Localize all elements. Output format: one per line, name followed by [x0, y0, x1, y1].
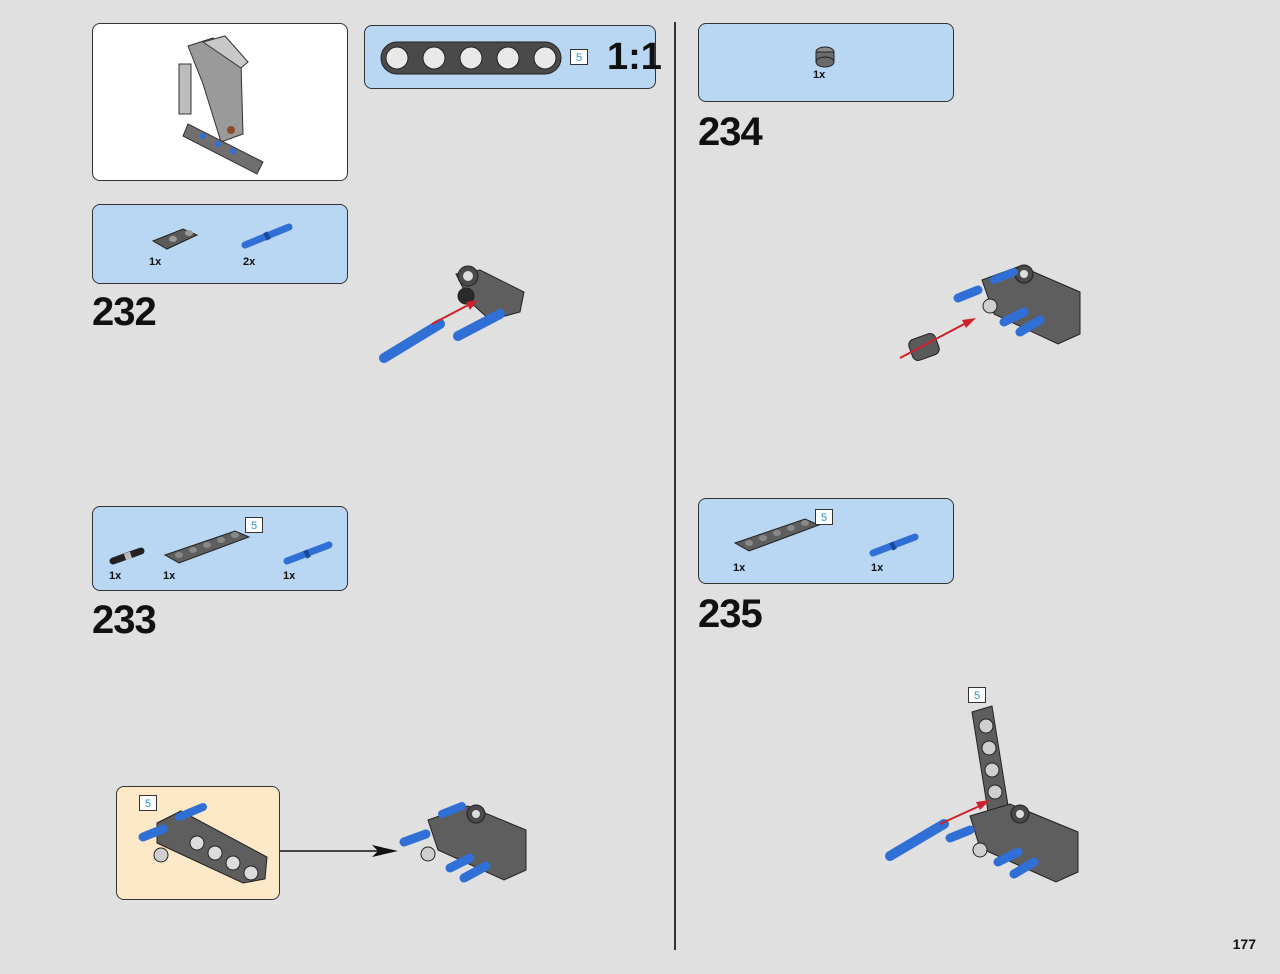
step-number: 233: [92, 598, 157, 642]
assembly-arrow: [280, 845, 398, 857]
step-number: 235: [698, 592, 763, 636]
part-qty: 1x: [163, 570, 176, 582]
step-234-parts-box: 1x: [698, 23, 954, 102]
scale-ratio: 1:1: [607, 36, 662, 78]
beam-length-badge: 5: [245, 517, 263, 533]
step-233-illustration: [399, 802, 527, 883]
subassembly-illustration: [138, 803, 268, 884]
black-axle-connector-icon: [109, 547, 145, 565]
part-qty: 1x: [733, 562, 746, 574]
reference-model-illustration: [178, 35, 264, 175]
blue-pin-part-icon: [241, 223, 293, 249]
part-qty: 1x: [149, 256, 162, 268]
step-number: 232: [92, 290, 157, 334]
step-232-parts-box: 1x 2x: [92, 204, 348, 284]
step-232-illustration: [379, 265, 525, 363]
beam-part-icon: [733, 518, 821, 552]
page-column-divider: [674, 22, 676, 950]
page-number: 177: [1232, 936, 1256, 952]
reference-model-box: [92, 23, 348, 181]
beam-length-badge: 5: [139, 795, 157, 811]
blue-pin-part-icon: [283, 541, 333, 565]
scale-ruler-box: 5 1:1: [364, 25, 662, 89]
bush-part-icon: [815, 46, 835, 68]
part-qty: 1x: [813, 69, 826, 81]
beam-scale-illustration: [380, 41, 562, 75]
beam-length-badge: 5: [815, 509, 833, 525]
step-233-parts-box: 1x 5 1x 1x: [92, 506, 348, 591]
part-qty: 1x: [871, 562, 884, 574]
part-qty: 1x: [283, 570, 296, 582]
part-qty: 2x: [243, 256, 256, 268]
beam-part-icon: [163, 530, 251, 564]
step-235-illustration: [885, 705, 1079, 883]
step-number: 234: [698, 110, 763, 154]
connector-part-icon: [151, 228, 199, 250]
blue-pin-part-icon: [869, 533, 919, 557]
beam-length-badge: 5: [968, 687, 986, 703]
scale-length-badge: 5: [570, 49, 588, 65]
step-234-illustration: [899, 264, 1081, 361]
part-qty: 1x: [109, 570, 122, 582]
step-233-subassembly-box: 5: [116, 786, 280, 900]
step-235-parts-box: 5 1x 1x: [698, 498, 954, 584]
